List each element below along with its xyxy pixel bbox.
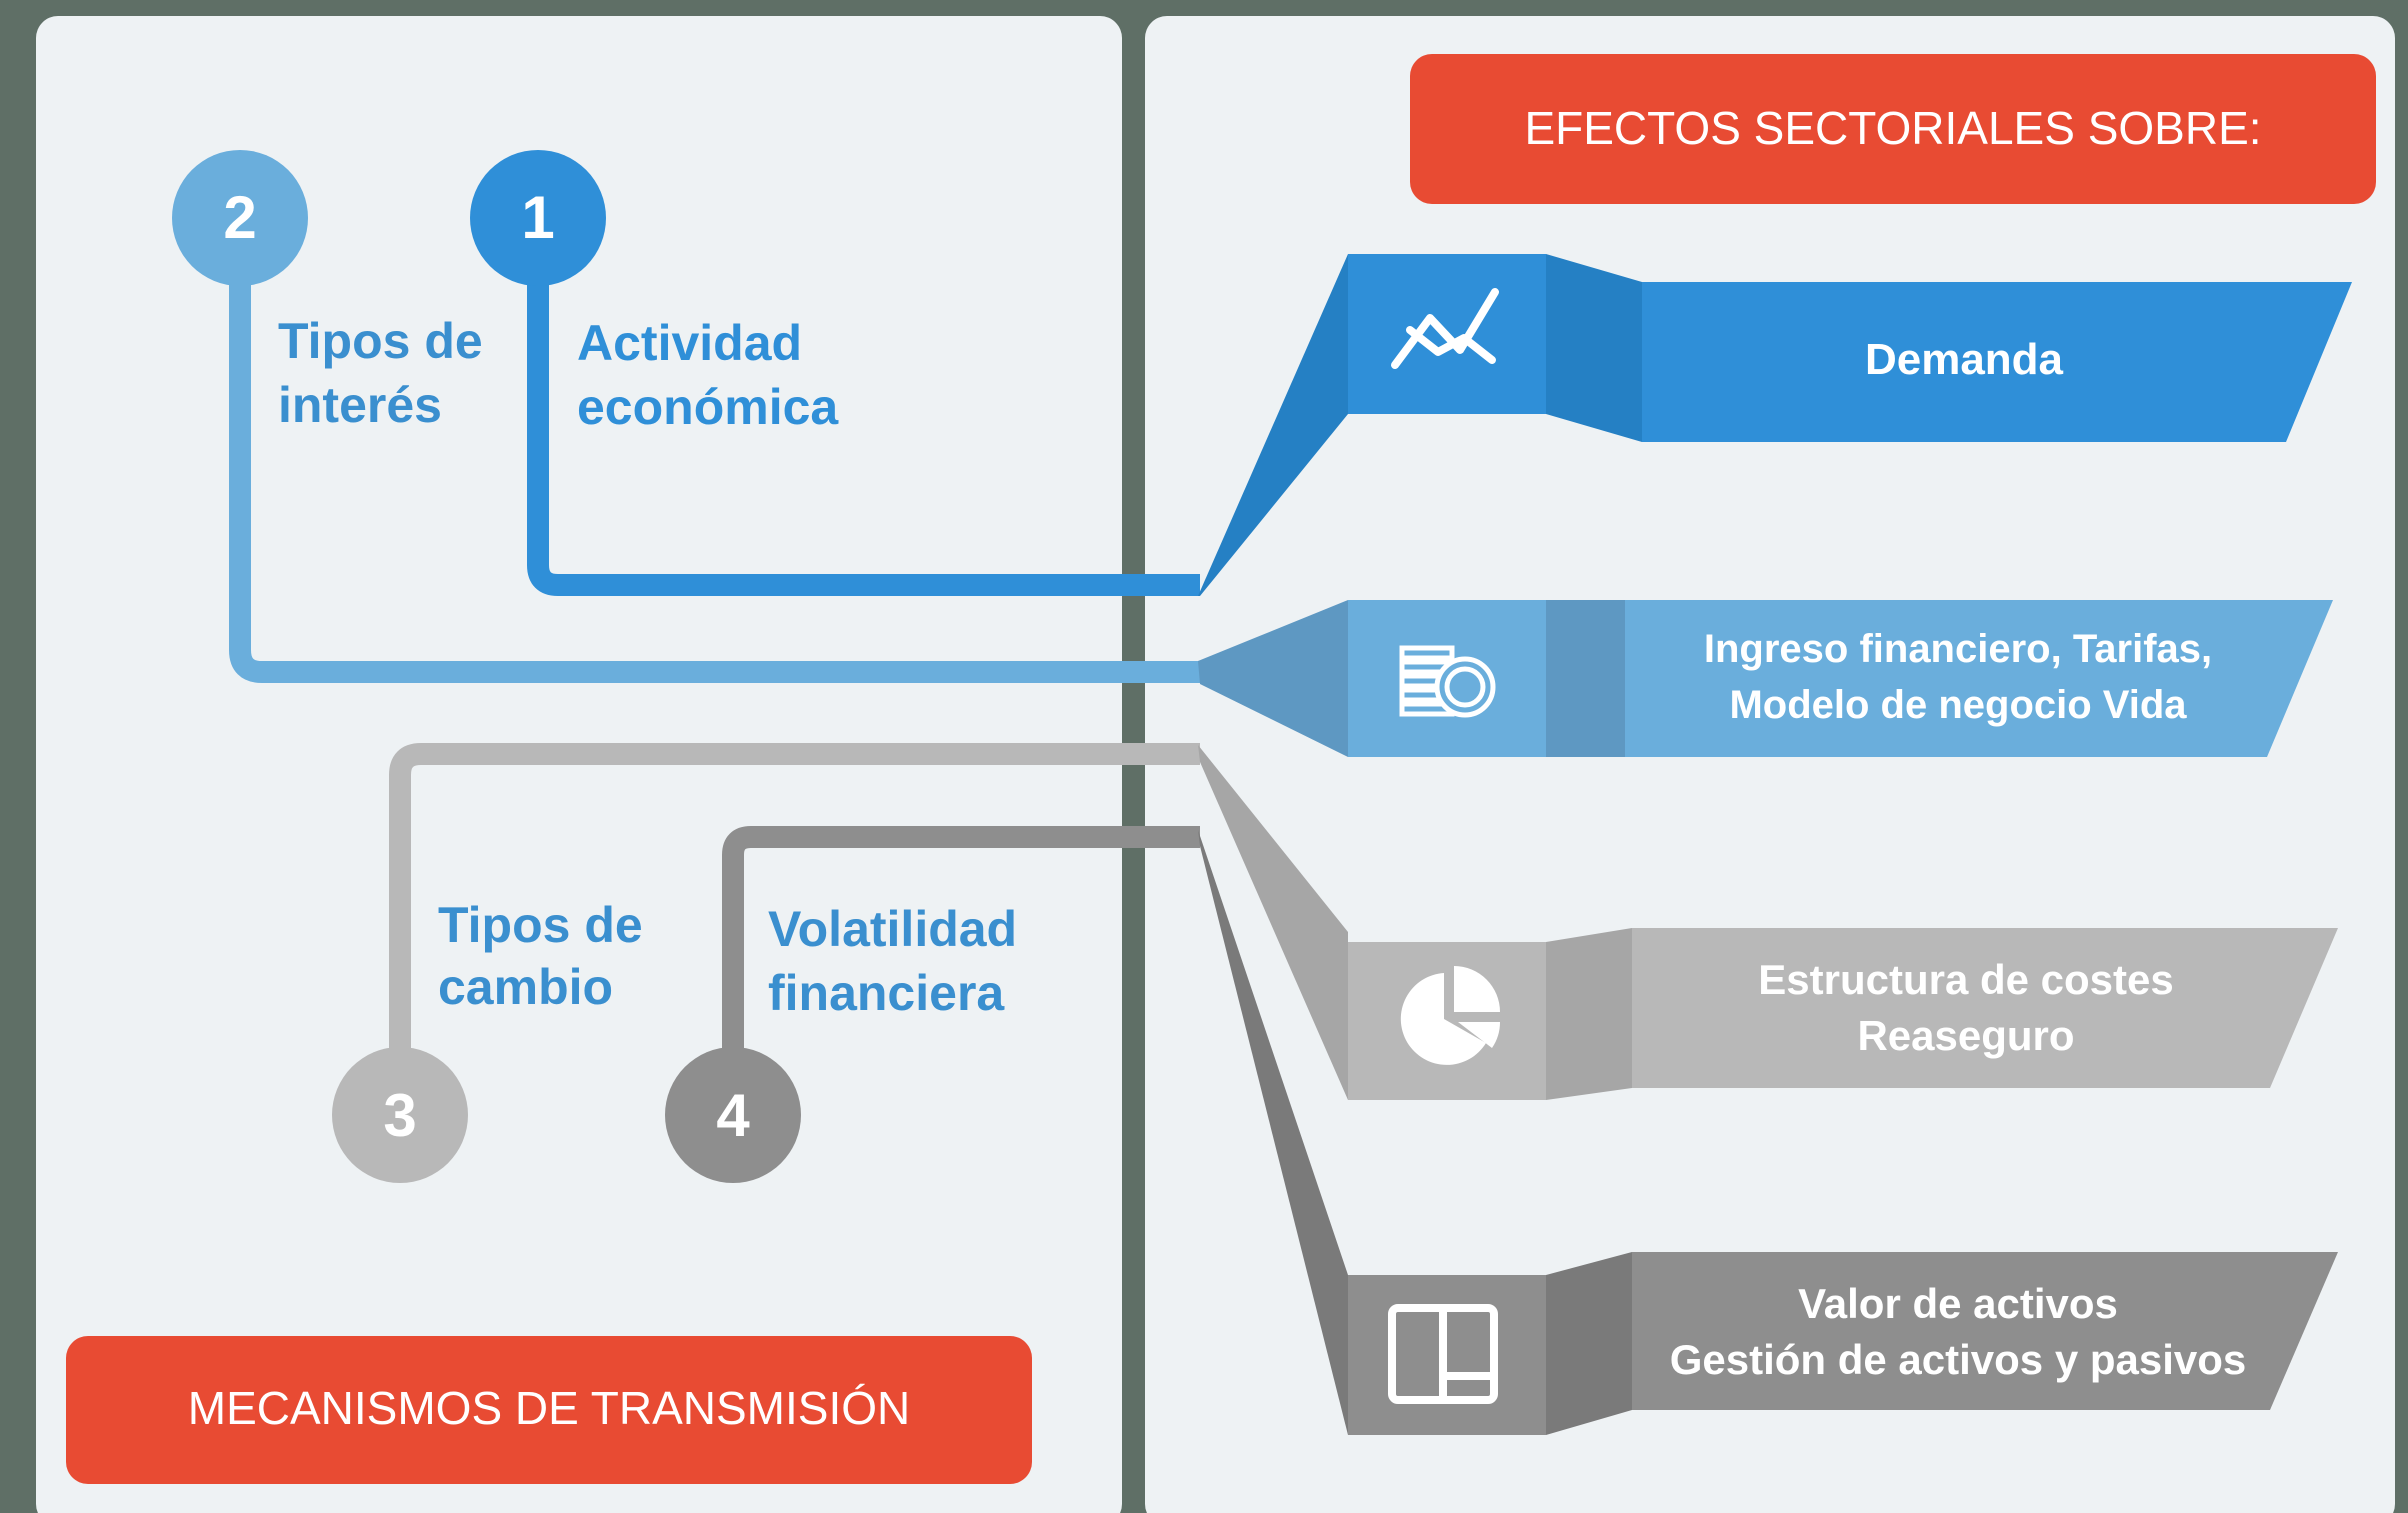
mechanism-label-1-line2: económica — [577, 379, 839, 435]
effect-bar-4 — [1632, 1252, 2338, 1410]
mechanism-badge-1: 1 — [470, 150, 606, 286]
funnel-2 — [1198, 600, 1348, 757]
connector-line-4 — [722, 826, 1200, 1055]
funnel-3 — [1198, 745, 1348, 1100]
svg-text:4: 4 — [716, 1082, 750, 1149]
mechanism-label-3-line1: Tipos de — [438, 897, 643, 953]
connector-line-3 — [389, 743, 1200, 1055]
effect-label-2-line1: Ingreso financiero, Tarifas, — [1704, 627, 2212, 671]
effect-label-1: Demanda — [1865, 335, 2064, 384]
trend-chart-icon — [1391, 288, 1499, 369]
mechanism-badge-4: 4 — [665, 1047, 801, 1183]
layout-grid-icon — [1388, 1304, 1498, 1404]
mechanism-badge-3: 3 — [332, 1047, 468, 1183]
right-banner — [1410, 54, 2376, 204]
connector-line-1 — [527, 285, 1200, 596]
effect-label-4-line1: Valor de activos — [1798, 1280, 2118, 1327]
effect-label-2-line2: Modelo de negocio Vida — [1729, 683, 2187, 727]
svg-text:2: 2 — [223, 184, 256, 251]
effect-bar-1 — [1642, 282, 2352, 442]
effect-label-4-line2: Gestión de activos y pasivos — [1670, 1336, 2247, 1383]
pie-chart-icon — [1400, 966, 1501, 1065]
mechanism-label-4-line2: financiera — [768, 965, 1005, 1021]
coins-icon — [1399, 645, 1496, 718]
mechanism-label-2-line1: Tipos de — [278, 313, 483, 369]
mechanism-badge-2: 2 — [172, 150, 308, 286]
svg-text:1: 1 — [521, 184, 554, 251]
effect-fold-4 — [1546, 1252, 1632, 1435]
right-banner-label: EFECTOS SECTORIALES SOBRE: — [1524, 102, 2261, 154]
left-banner-label: MECANISMOS DE TRANSMISIÓN — [188, 1382, 910, 1434]
mechanism-label-4-line1: Volatilidad — [768, 901, 1017, 957]
effect-fold-3 — [1546, 928, 1632, 1100]
funnel-1 — [1198, 254, 1348, 596]
effect-label-3-line1: Estructura de costes — [1758, 956, 2174, 1003]
mechanism-label-1-line1: Actividad — [577, 315, 802, 371]
effect-fold-1 — [1546, 254, 1642, 442]
mechanism-label-2-line2: interés — [278, 377, 442, 433]
funnel-4 — [1198, 830, 1348, 1435]
effect-fold-2 — [1546, 600, 1625, 757]
svg-text:3: 3 — [383, 1082, 416, 1149]
effect-bar-2 — [1625, 600, 2333, 757]
left-banner — [66, 1336, 1032, 1484]
effect-bar-3 — [1632, 928, 2338, 1088]
connector-line-2 — [229, 285, 1200, 683]
effect-label-3-line2: Reaseguro — [1857, 1012, 2074, 1059]
mechanism-label-3-line2: cambio — [438, 959, 613, 1015]
